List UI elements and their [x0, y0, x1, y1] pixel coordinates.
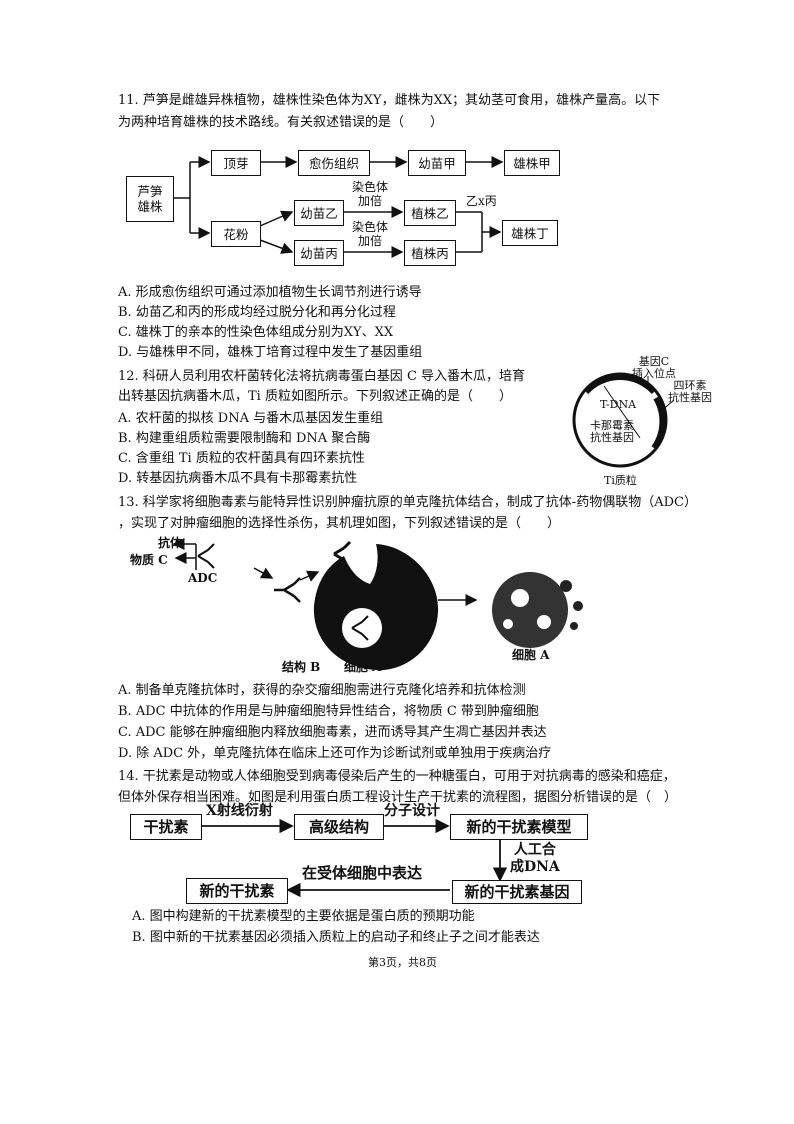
- flowchart-arrows: [202, 818, 508, 898]
- q11-option-a: A. 形成愈伤组织可通过添加植物生长调节剂进行诱导: [118, 285, 422, 300]
- ti-plasmid-label: Ti质粒: [604, 474, 637, 487]
- q11-option-d: D. 与雄株甲不同，雄株丁培育过程中发生了基因重组: [118, 345, 423, 360]
- q13-option-c: C. ADC 能够在肿瘤细胞内释放细胞毒素，进而诱导其产生凋亡基因并表达: [118, 725, 547, 740]
- advanced-structure-box: 高级结构: [294, 814, 384, 840]
- seedling-yi-box: 幼苗乙: [294, 200, 344, 226]
- q11-stem-line1: 11. 芦笋是雌雄异株植物，雄株性染色体为XY，雌株为XX；其幼茎可食用，雄株产…: [118, 93, 661, 108]
- q12-stem-line1: 12. 科研人员利用农杆菌转化法将抗病毒蛋白基因 C 导入番木瓜，培育: [118, 369, 526, 384]
- tdna-label: T-DNA: [600, 398, 637, 411]
- tet-resistance-label: 四环素 抗性基因: [668, 379, 712, 404]
- q12-option-b: B. 构建重组质粒需要限制酶和 DNA 聚合酶: [118, 431, 371, 446]
- q13-option-b: B. ADC 中抗体的作用是与肿瘤细胞特异性结合，将物质 C 带到肿瘤细胞: [118, 704, 539, 719]
- asparagus-male-box: 芦笋 雄株: [126, 176, 174, 222]
- structure-b-label: 结构 B: [282, 660, 321, 674]
- q13-option-d: D. 除 ADC 外，单克隆抗体在临床上还可作为诊断试剂或单独用于疾病治疗: [118, 746, 552, 761]
- double-label-1: 染色体 加倍: [352, 180, 389, 208]
- pollen-box: 花粉: [211, 221, 261, 247]
- cross-label: 乙x丙: [466, 194, 497, 208]
- xray-label: X射线衍射: [206, 803, 273, 819]
- new-model-box: 新的干扰素模型: [450, 814, 588, 840]
- q11-option-b: B. 幼苗乙和丙的形成均经过脱分化和再分化过程: [118, 305, 396, 320]
- insert-site-label: 基因C 插入位点: [632, 355, 676, 380]
- q11-diagram-arrows: [174, 156, 504, 258]
- antibody-label: 抗体: [158, 536, 183, 550]
- plant-yi-box: 植株乙: [404, 200, 456, 226]
- q12-option-c: C. 含重组 Ti 质粒的农杆菌具有四环素抗性: [118, 451, 365, 466]
- page-footer: 第3页，共8页: [368, 956, 437, 969]
- q14-stem-line2: 但体外保存相当困难。如图是利用蛋白质工程设计生产干扰素的流程图，据图分析错误的是…: [118, 790, 678, 805]
- q14-option-b: B. 图中新的干扰素基因必须插入质粒上的启动子和终止子之间才能表达: [132, 930, 540, 945]
- male-jia-box: 雄株甲: [504, 150, 560, 176]
- male-ding-box: 雄株丁: [502, 220, 558, 246]
- q13-stem-line1: 13. 科学家将细胞毒素与能特异性识别肿瘤抗原的单克隆抗体结合，制成了抗体-药物…: [118, 495, 697, 510]
- express-label: 在受体细胞中表达: [302, 864, 423, 882]
- new-gene-box: 新的干扰素基因: [452, 880, 582, 904]
- q12-option-a: A. 农杆菌的拟核 DNA 与番木瓜基因发生重组: [118, 411, 384, 426]
- q12-option-d: D. 转基因抗病番木瓜不具有卡那霉素抗性: [118, 471, 358, 486]
- substance-c-label: 物质 C: [130, 553, 168, 567]
- seedling-bing-box: 幼苗丙: [294, 240, 344, 266]
- seedling-jia-box: 幼苗甲: [408, 150, 466, 176]
- cell-a-label: 细胞 A: [344, 660, 382, 674]
- double-label-2: 染色体 加倍: [352, 220, 389, 248]
- synth-dna-label: 人工合 成DNA: [510, 842, 560, 875]
- q11-stem-line2: 为两种培育雄株的技术路线。有关叙述错误的是（ ）: [118, 115, 444, 130]
- q13-option-a: A. 制备单克隆抗体时，获得的杂交瘤细胞需进行克隆化培养和抗体检测: [118, 683, 526, 698]
- molecular-design-label: 分子设计: [384, 803, 440, 819]
- interferon-box: 干扰素: [130, 814, 202, 840]
- new-interferon-box: 新的干扰素: [186, 878, 288, 904]
- q14-option-a: A. 图中构建新的干扰素模型的主要依据是蛋白质的预期功能: [132, 909, 475, 924]
- kan-resistance-label: 卡那霉素 抗性基因: [590, 419, 634, 444]
- adc-label: ADC: [188, 571, 218, 585]
- q13-stem-line2: ，实现了对肿瘤细胞的选择性杀伤，其机理如图，下列叙述错误的是（ ）: [118, 516, 561, 531]
- plant-bing-box: 植株丙: [404, 240, 456, 266]
- apical-bud-box: 顶芽: [211, 150, 261, 176]
- q14-stem-line1: 14. 干扰素是动物或人体细胞受到病毒侵染后产生的一种糖蛋白，可用于对抗病毒的感…: [118, 769, 676, 784]
- adc-drawing: [172, 538, 583, 671]
- q12-stem-line2: 出转基因抗病番木瓜，Ti 质粒如图所示。下列叙述正确的是（ ）: [118, 389, 512, 404]
- callus-box: 愈伤组织: [298, 150, 370, 176]
- plasmid-drawing: [572, 372, 675, 468]
- dead-cell-a-label: 细胞 A: [512, 648, 550, 662]
- q11-option-c: C. 雄株丁的亲本的性染色体组成分别为XY、XX: [118, 325, 394, 340]
